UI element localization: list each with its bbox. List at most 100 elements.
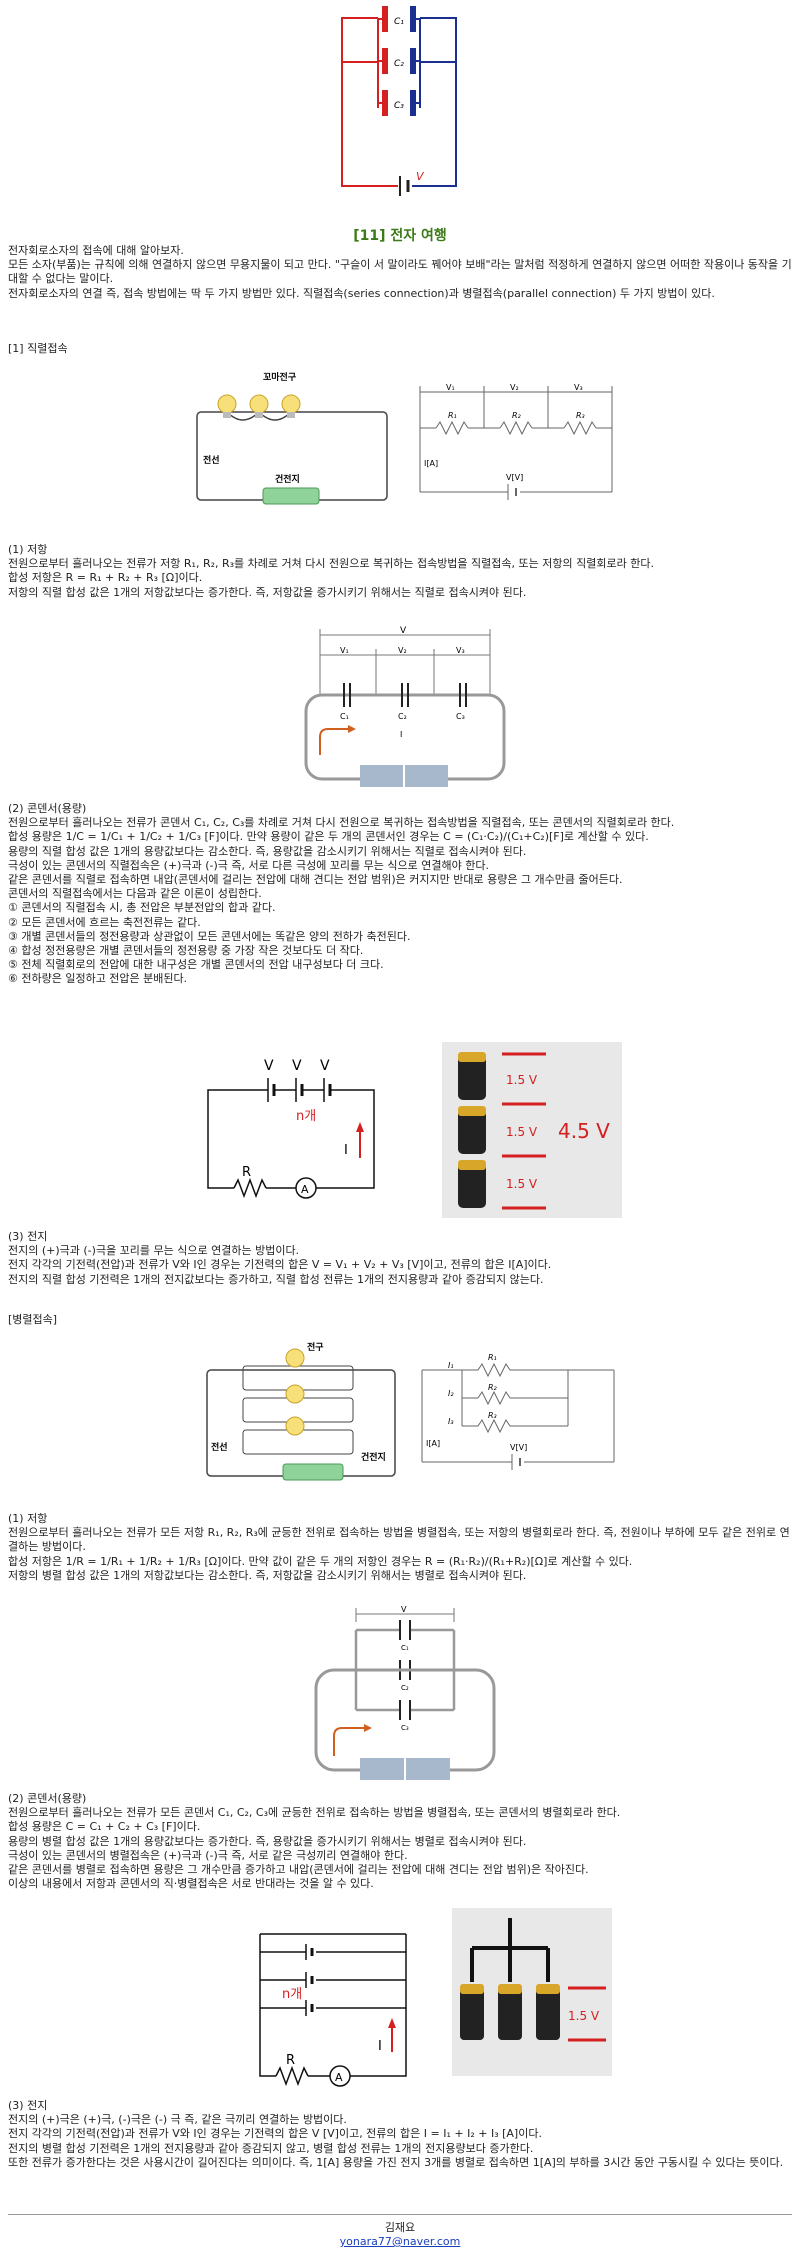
intro-text: 전자회로소자의 접속에 대해 알아보자. 모든 소자(부품)는 규칙에 의해 연… [8, 244, 792, 301]
parallel-cell-voltage: 1.5 V [568, 2009, 600, 2023]
parallel-fig2-c1: C₁ [401, 1644, 409, 1652]
series-battery-v: V [292, 1058, 302, 1074]
series-battery-panel: 1.5 V 1.5 V 1.5 V 4.5 V [442, 1042, 622, 1218]
text-line: 극성이 있는 콘덴서의 병렬접속은 (+)극과 (-)극 즉, 서로 같은 극성… [8, 1848, 408, 1862]
intro-line: 전자회로소자의 접속에 대해 알아보자. [8, 244, 184, 257]
parallel-resistor-figure: I₁ I₂ I₃ R₁ R₂ R₃ I[A] V[V] [421, 1353, 615, 1470]
text-line: 전원으로부터 흘러나오는 전류가 저항 R₁, R₂, R₃를 차례로 거쳐 다… [8, 557, 654, 571]
text-line: 극성이 있는 콘덴서의 직렬접속은 (+)극과 (-)극 즉, 서로 다른 극성… [8, 858, 489, 872]
text-line: 같은 콘덴서를 병렬로 접속하면 용량은 그 개수만큼 증가하고 내압(콘덴서에… [8, 1863, 589, 1877]
parallel-i1: I₁ [448, 1361, 454, 1370]
series-bulb-figure: 꼬마전구 전선 건전지 [196, 371, 388, 505]
text-line: ④ 합성 정전용량은 개별 콘덴서들의 정전용량 중 가장 작은 것보다도 더 … [8, 944, 364, 958]
top-c2-label: C₂ [394, 59, 404, 69]
series-battery-label: 건전지 [275, 473, 300, 485]
text-line: 전지의 병렬 합성 기전력은 1개의 전지용량과 같아 증감되지 않고, 병렬 … [8, 2141, 534, 2155]
parallel-battery-n: n개 [282, 1987, 302, 2002]
text-line: ⑤ 전체 직렬회로의 전압에 대한 내구성은 개별 콘덴서의 전압 내구성보다 … [8, 958, 384, 972]
section-heading: (1) 저항 [8, 1512, 48, 1525]
text-line: 전지 각각의 기전력(전압)과 전류가 V와 I인 경우는 기전력의 합은 V … [8, 2127, 542, 2141]
text-line: 전원으로부터 흘러나오는 전류가 모든 콘덴서 C₁, C₂, C₃에 균등한 … [8, 1806, 621, 1820]
footer-author: 김재요 [384, 2221, 416, 2234]
text-line: 합성 용량은 C = C₁ + C₂ + C₃ [F]이다. [8, 1820, 201, 1834]
parallel-battery-label: 건전지 [361, 1451, 386, 1463]
text-line: 전지의 (+)극은 (+)극, (-)극은 (-) 극 즉, 같은 극끼리 연결… [8, 2113, 347, 2127]
text-line: 용량의 직렬 합성 값은 1개의 용량값보다는 감소한다. 즉, 용량값을 감소… [8, 844, 527, 858]
parallel-battery-panel-art: 1.5 V [460, 1918, 606, 2042]
text-line: 저항의 병렬 합성 값은 1개의 저항값보다는 감소한다. 즉, 저항값을 감소… [8, 1568, 527, 1582]
section-heading: (2) 콘덴서(용량) [8, 802, 87, 815]
series-fig2-v: V [400, 626, 407, 636]
intro-line: 모든 소자(부품)는 규칙에 의해 연결하지 않으면 무용지물이 되고 만다. … [8, 258, 792, 286]
parallel-battery-r: R [286, 2053, 295, 2068]
parallel-fig2-v: V [401, 1606, 407, 1614]
parallel-battery-circuit: n개 R A I [259, 1933, 407, 2087]
parallel-r2: R₂ [488, 1383, 498, 1392]
series-bulb-label: 꼬마전구 [263, 371, 296, 383]
parallel-battery-text: (3) 전지 전지의 (+)극은 (+)극, (-)극은 (-) 극 즉, 같은… [8, 2099, 792, 2170]
parallel-heading: [병렬접속] [8, 1313, 58, 1326]
series-cell-voltage: 1.5 V [506, 1177, 538, 1191]
text-line: 이상의 내용에서 저항과 콘덴서의 직·병렬접속은 서로 반대라는 것을 알 수… [8, 1877, 374, 1891]
text-line: 전지의 (+)극과 (-)극을 꼬리를 무는 식으로 연결하는 방법이다. [8, 1244, 300, 1258]
top-c3-label: C₃ [394, 101, 404, 111]
series-heading: [1] 직렬접속 [8, 342, 68, 355]
parallel-i2: I₂ [448, 1389, 454, 1398]
series-current: I[A] [424, 459, 438, 468]
text-line: 또한 전류가 증가한다는 것은 사용시간이 길어진다는 의미이다. 즉, 1[A… [8, 2155, 784, 2169]
parallel-i3: I₃ [448, 1417, 454, 1426]
parallel-current: I[A] [426, 1439, 440, 1448]
series-r1: R₁ [448, 411, 457, 420]
series-cell-voltage: 1.5 V [506, 1073, 538, 1087]
parallel-r1: R₁ [488, 1353, 497, 1362]
text-line: 합성 저항은 R = R₁ + R₂ + R₃ [Ω]이다. [8, 571, 203, 585]
parallel-voltage: V[V] [510, 1443, 527, 1452]
series-v1: V₁ [446, 383, 455, 392]
text-line: ② 모든 콘덴서에 흐르는 축전전류는 같다. [8, 915, 201, 929]
text-line: 용량의 병렬 합성 값은 1개의 용량값보다는 증가한다. 즉, 용량값을 증가… [8, 1834, 527, 1848]
section-heading: (2) 콘덴서(용량) [8, 1792, 87, 1805]
series-battery-i: I [344, 1143, 348, 1158]
parallel-resistor-text: (1) 저항 전원으로부터 흘러나오는 전류가 모든 저항 R₁, R₂, R₃… [8, 1512, 792, 1583]
text-line: 합성 용량은 1/C = 1/C₁ + 1/C₂ + 1/C₃ [F]이다. 만… [8, 830, 649, 844]
parallel-capacitor-text: (2) 콘덴서(용량) 전원으로부터 흘러나오는 전류가 모든 콘덴서 C₁, … [8, 1792, 792, 1891]
parallel-fig2-c2: C₂ [401, 1684, 409, 1692]
series-battery-v: V [320, 1058, 330, 1074]
series-fig2-c1: C₁ [340, 712, 349, 721]
series-battery-panel-art: 1.5 V 1.5 V 1.5 V 4.5 V [458, 1052, 610, 1210]
series-r3: R₃ [576, 411, 585, 420]
series-total-voltage: 4.5 V [558, 1119, 610, 1143]
series-battery-n: n개 [296, 1109, 316, 1124]
text-line: 같은 콘덴서를 직렬로 접속하면 내압(콘덴서에 걸리는 전압에 대해 견디는 … [8, 873, 623, 887]
parallel-bulb-label: 전구 [307, 1341, 324, 1353]
series-fig2-v2: V₂ [398, 646, 407, 655]
series-r2: R₂ [512, 411, 522, 420]
series-capacitor-figure: V V₁ V₂ V₃ C₁ C₂ C₃ I [304, 626, 506, 787]
page-title: [11] 전자 여행 [353, 228, 447, 244]
series-cell-voltage: 1.5 V [506, 1125, 538, 1139]
series-battery-r: R [242, 1165, 251, 1180]
text-line: 전지 각각의 기전력(전압)과 전류가 V와 I인 경우는 기전력의 합은 V … [8, 1258, 552, 1272]
parallel-battery-panel: 1.5 V [452, 1908, 612, 2076]
series-battery-circuit: V V V n개 R A I [207, 1058, 375, 1199]
section-heading: (1) 저항 [8, 543, 48, 556]
series-v2: V₂ [510, 383, 519, 392]
top-c1-label: C₁ [394, 17, 404, 27]
text-line: 전원으로부터 흘러나오는 전류가 모든 저항 R₁, R₂, R₃에 균등한 전… [8, 1526, 790, 1554]
series-battery-a: A [301, 1183, 309, 1196]
series-capacitor-text: (2) 콘덴서(용량) 전원으로부터 흘러나오는 전류가 콘덴서 C₁, C₂,… [8, 802, 792, 987]
parallel-bulb-figure: 전구 전선 건전지 [206, 1341, 396, 1481]
parallel-battery-i: I [378, 2039, 382, 2054]
series-v3: V₃ [574, 383, 583, 392]
parallel-fig2-c3: C₃ [401, 1724, 409, 1732]
footer-email-link[interactable]: yonara77@naver.com [339, 2235, 461, 2248]
intro-line: 전자회로소자의 연결 즉, 접속 방법에는 딱 두 가지 방법만 있다. 직렬접… [8, 286, 715, 300]
text-line: ③ 개별 콘덴서들의 정전용량과 상관없이 모든 콘덴서에는 똑같은 양의 전하… [8, 929, 411, 943]
text-line: 전원으로부터 흘러나오는 전류가 콘덴서 C₁, C₂, C₃를 차례로 거쳐 … [8, 816, 675, 830]
series-voltage: V[V] [506, 473, 523, 482]
text-line: 콘덴서의 직렬접속에서는 다음과 같은 이론이 성립한다. [8, 887, 262, 901]
series-wire-label: 전선 [203, 454, 220, 466]
series-fig2-v3: V₃ [456, 646, 465, 655]
text-line: 전지의 직렬 합성 기전력은 1개의 전지값보다는 증가하고, 직렬 합성 전류… [8, 1272, 544, 1286]
series-fig2-c2: C₂ [398, 712, 407, 721]
